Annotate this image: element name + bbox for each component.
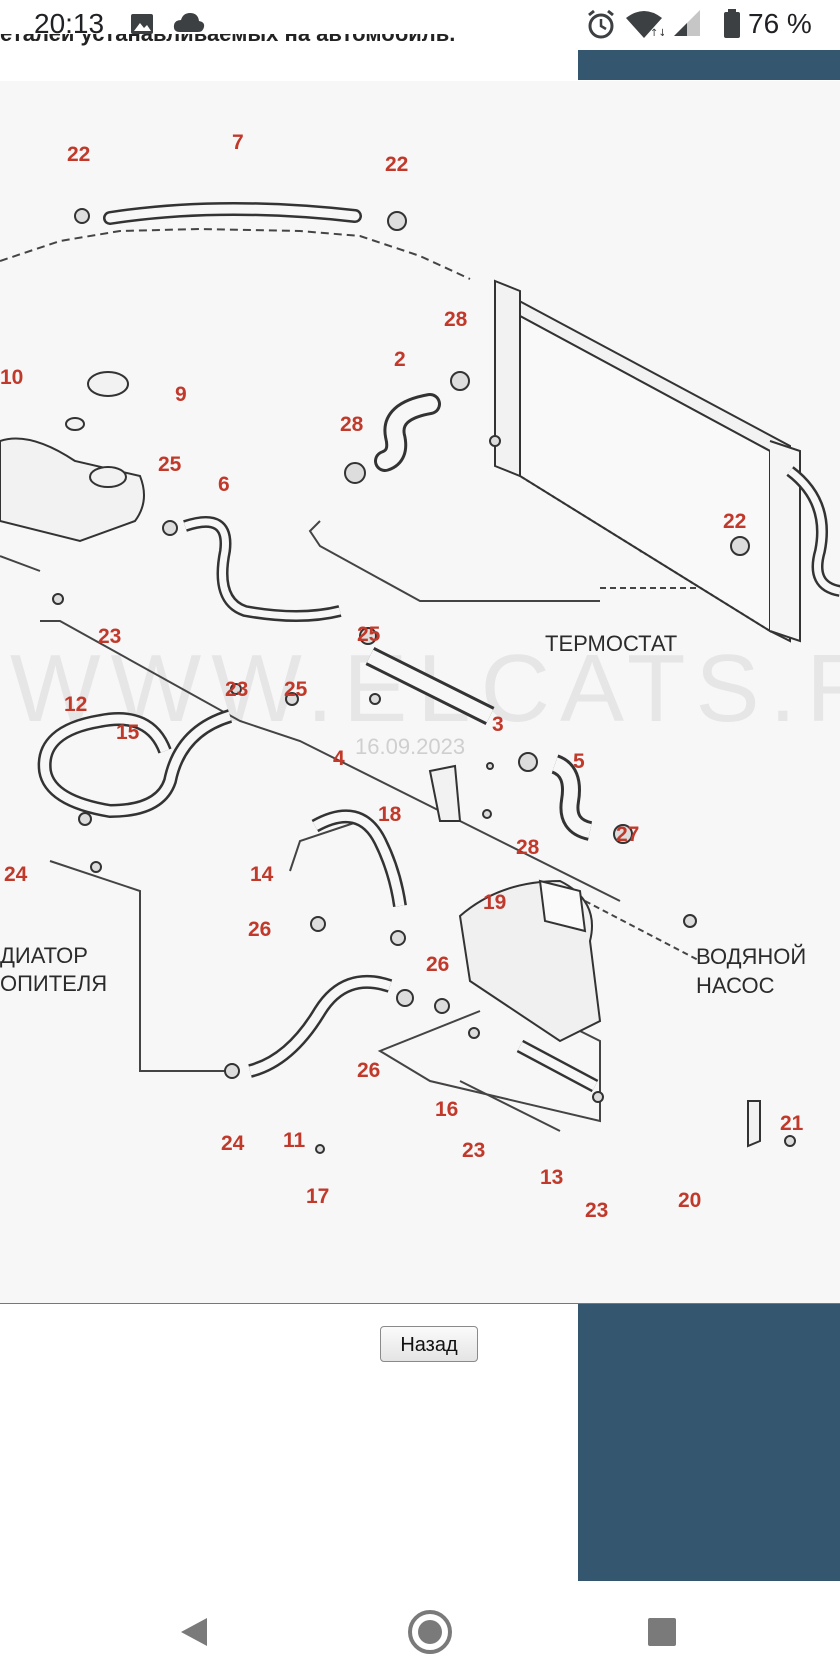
part-number: 19 xyxy=(483,891,506,914)
wifi-icon: ↑↓ xyxy=(624,6,667,47)
part-number: 26 xyxy=(357,1059,380,1082)
thermostat-label: ТЕРМОСТАТ xyxy=(545,631,677,656)
part-number: 13 xyxy=(540,1166,563,1189)
cloud-icon xyxy=(172,6,206,45)
part-number: 18 xyxy=(378,803,402,826)
part-number: 27 xyxy=(616,823,639,846)
back-nav-icon[interactable] xyxy=(165,1602,225,1662)
part-number: 28 xyxy=(340,413,364,436)
part-number: 24 xyxy=(4,863,28,886)
part-number: 23 xyxy=(585,1199,608,1222)
back-button[interactable]: Назад xyxy=(380,1326,478,1362)
part-number: 5 xyxy=(573,750,585,773)
image-icon xyxy=(130,6,156,45)
sidebar-bottom xyxy=(578,1304,840,1581)
parts-diagram: WWW.ELCATS.RU 16.09.2023 xyxy=(0,81,840,1304)
part-number: 23 xyxy=(462,1139,485,1162)
part-number: 21 xyxy=(780,1112,804,1135)
battery-icon xyxy=(722,6,742,47)
cooling-system-diagram: WWW.ELCATS.RU 16.09.2023 xyxy=(0,131,840,1222)
part-number: 11 xyxy=(283,1129,306,1152)
recents-nav-icon[interactable] xyxy=(632,1602,692,1662)
part-number: 22 xyxy=(723,510,746,533)
water-pump-label: НАСОС xyxy=(696,973,775,998)
navigation-bar xyxy=(0,1582,840,1680)
part-number: 14 xyxy=(250,863,274,886)
part-number: 10 xyxy=(0,366,23,389)
part-number: 23 xyxy=(98,625,121,648)
part-number: 20 xyxy=(678,1189,701,1212)
part-number: 12 xyxy=(64,693,87,716)
battery-level: 76 % xyxy=(748,8,812,39)
part-number: 24 xyxy=(221,1132,245,1155)
part-number: 28 xyxy=(516,836,540,859)
part-number: 9 xyxy=(175,383,187,406)
part-number: 22 xyxy=(67,143,90,166)
part-number: 25 xyxy=(357,623,381,646)
water-pump-label: ВОДЯНОЙ xyxy=(696,944,806,969)
part-number: 15 xyxy=(116,721,140,744)
part-number: 16 xyxy=(435,1098,458,1121)
part-number: 26 xyxy=(248,918,271,941)
part-number: 25 xyxy=(284,678,308,701)
watermark-date: 16.09.2023 xyxy=(355,734,465,759)
heater-radiator-label: ОПИТЕЛЯ xyxy=(0,971,107,996)
part-number: 6 xyxy=(218,473,230,496)
page-header-text: еталей устанавливаемых на автомобиль. xyxy=(0,34,560,56)
status-time: 20:13 xyxy=(34,8,105,39)
alarm-icon xyxy=(586,6,616,47)
part-number: 26 xyxy=(426,953,449,976)
part-number: 3 xyxy=(492,713,504,736)
part-number: 2 xyxy=(394,348,406,371)
part-number: 25 xyxy=(158,453,182,476)
part-number: 28 xyxy=(444,308,468,331)
part-number: 23 xyxy=(225,678,248,701)
signal-icon xyxy=(670,6,704,47)
part-number: 17 xyxy=(306,1185,329,1208)
heater-radiator-label: ДИАТОР xyxy=(0,943,88,968)
svg-text:↑↓: ↑↓ xyxy=(650,28,664,39)
status-bar: 20:13 ↑↓ 76 % xyxy=(0,0,840,50)
home-nav-icon[interactable] xyxy=(400,1602,460,1662)
sidebar-top xyxy=(578,50,840,80)
part-number: 4 xyxy=(333,747,345,770)
part-number: 22 xyxy=(385,153,408,176)
part-number: 7 xyxy=(232,131,244,154)
